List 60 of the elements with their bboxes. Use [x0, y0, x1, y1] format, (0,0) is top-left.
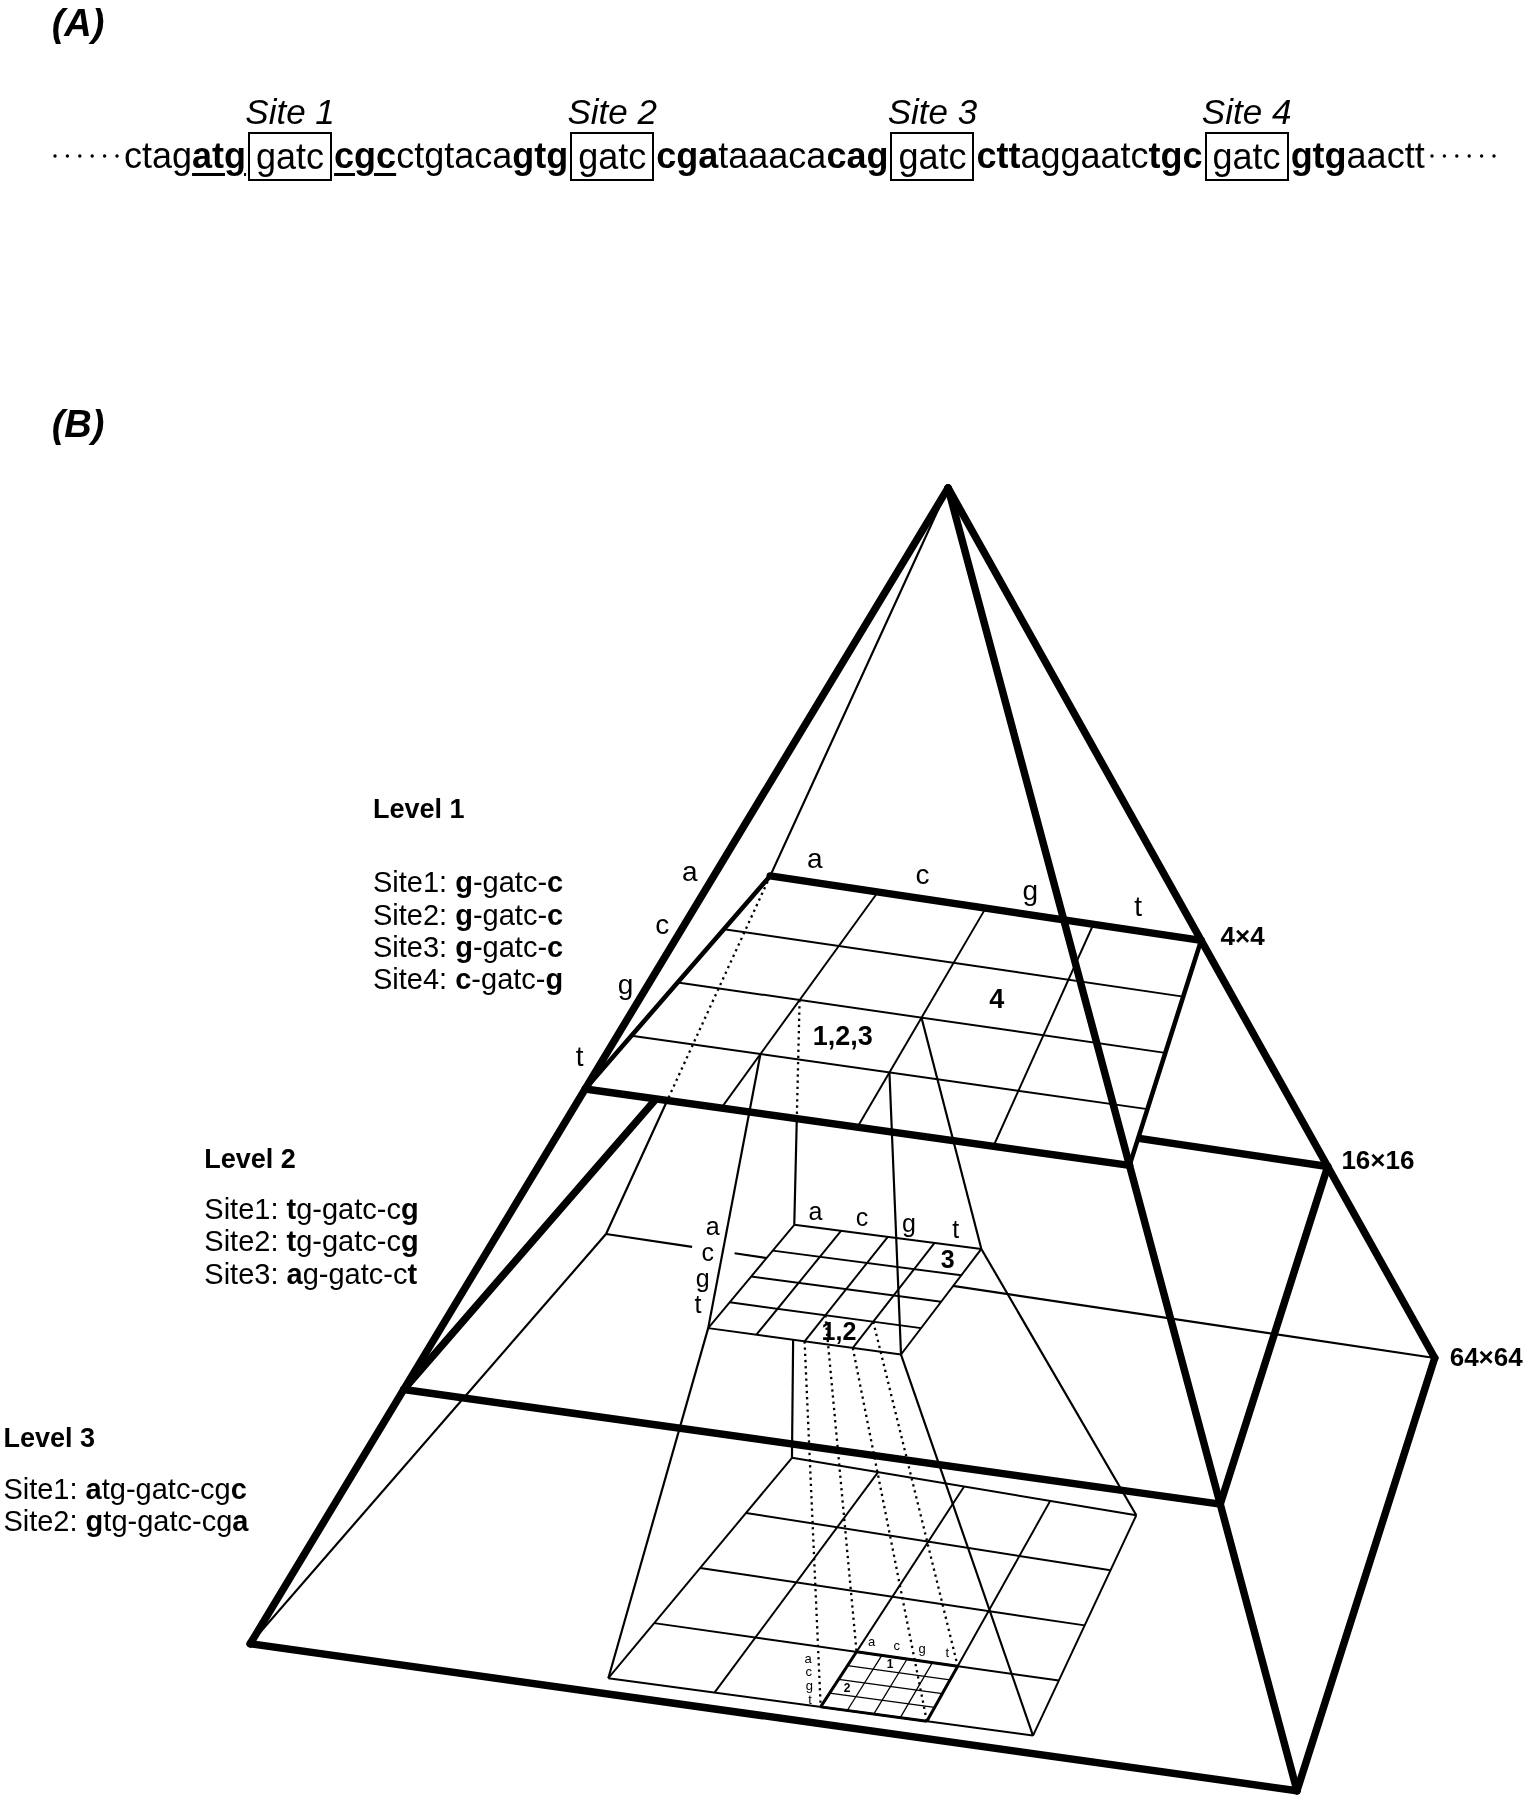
- base-label: g: [918, 1644, 926, 1655]
- site-label: Site 3: [887, 92, 978, 131]
- site-sequence: Site1: tg-gatc-cg: [204, 1192, 419, 1225]
- grid-size-label: 4×4: [1220, 921, 1265, 950]
- base-label: c: [805, 1667, 813, 1678]
- base-label: c: [701, 1239, 715, 1264]
- base-label: g: [805, 1681, 813, 1692]
- motif-text: gatc: [256, 134, 325, 179]
- site-label: Site 1: [245, 92, 335, 131]
- site-number: 1,2: [821, 1321, 857, 1342]
- base-label: g: [617, 970, 634, 999]
- site-sequence: Site1: g-gatc-c: [373, 865, 564, 898]
- site-number: 1,2,3: [812, 1022, 873, 1050]
- site-number: 4: [989, 985, 1005, 1013]
- site-number: 2: [843, 1682, 851, 1693]
- base-label: a: [804, 1653, 812, 1664]
- dna-sequence: cttaggaatctgc: [976, 134, 1203, 178]
- base-label: a: [705, 1214, 720, 1239]
- site-sequence: Site4: c-gatc-g: [373, 963, 564, 996]
- site-number: 3: [940, 1248, 955, 1269]
- site-sequence: Site2: tg-gatc-cg: [204, 1224, 419, 1257]
- base-label: c: [855, 1204, 869, 1229]
- site-sequence: Site3: ag-gatc-ct: [204, 1258, 418, 1290]
- level-heading: Level 3: [3, 1423, 95, 1454]
- site-label: Site 4: [1201, 92, 1292, 131]
- base-label: t: [945, 1647, 950, 1658]
- panel-label: (A): [51, 1, 105, 46]
- base-label: a: [807, 844, 823, 873]
- base-label: t: [952, 1216, 960, 1241]
- base-label: t: [575, 1043, 584, 1072]
- base-label: a: [808, 1198, 823, 1223]
- motif-text: gatc: [898, 134, 967, 179]
- base-label: a: [867, 1637, 876, 1647]
- site-label: Site 2: [567, 92, 657, 131]
- grid-size-label: 16×16: [1341, 1145, 1415, 1174]
- level-heading: Level 1: [373, 794, 465, 825]
- site-sequence: Site2: gtg-gatc-cga: [3, 1504, 249, 1537]
- base-label: c: [655, 911, 670, 940]
- site-number: 1: [886, 1658, 894, 1669]
- level-heading: Level 2: [204, 1144, 296, 1175]
- site-sequence: Site3: g-gatc-c: [373, 930, 564, 963]
- base-label: c: [893, 1640, 901, 1651]
- base-label: t: [1134, 892, 1142, 921]
- panel-label: (B): [51, 401, 105, 446]
- base-label: g: [695, 1265, 710, 1290]
- base-label: g: [901, 1210, 916, 1235]
- base-label: t: [808, 1694, 812, 1705]
- dna-sequence: cgcctgtacagtg: [334, 134, 569, 178]
- base-label: g: [1022, 876, 1039, 905]
- base-label: t: [694, 1291, 702, 1316]
- dna-sequence: gtgaactt: [1290, 134, 1425, 178]
- site-sequence: Site1: atg-gatc-cgc: [3, 1472, 247, 1505]
- grid-size-label: 64×64: [1449, 1342, 1523, 1371]
- site-sequence: Site2: g-gatc-c: [373, 898, 564, 931]
- dna-sequence: ctagatg: [124, 134, 247, 178]
- base-label: c: [915, 860, 930, 889]
- motif-text: gatc: [1212, 134, 1281, 179]
- dna-sequence: cgataaacacag: [656, 134, 889, 178]
- motif-text: gatc: [578, 134, 647, 179]
- base-label: a: [682, 858, 698, 887]
